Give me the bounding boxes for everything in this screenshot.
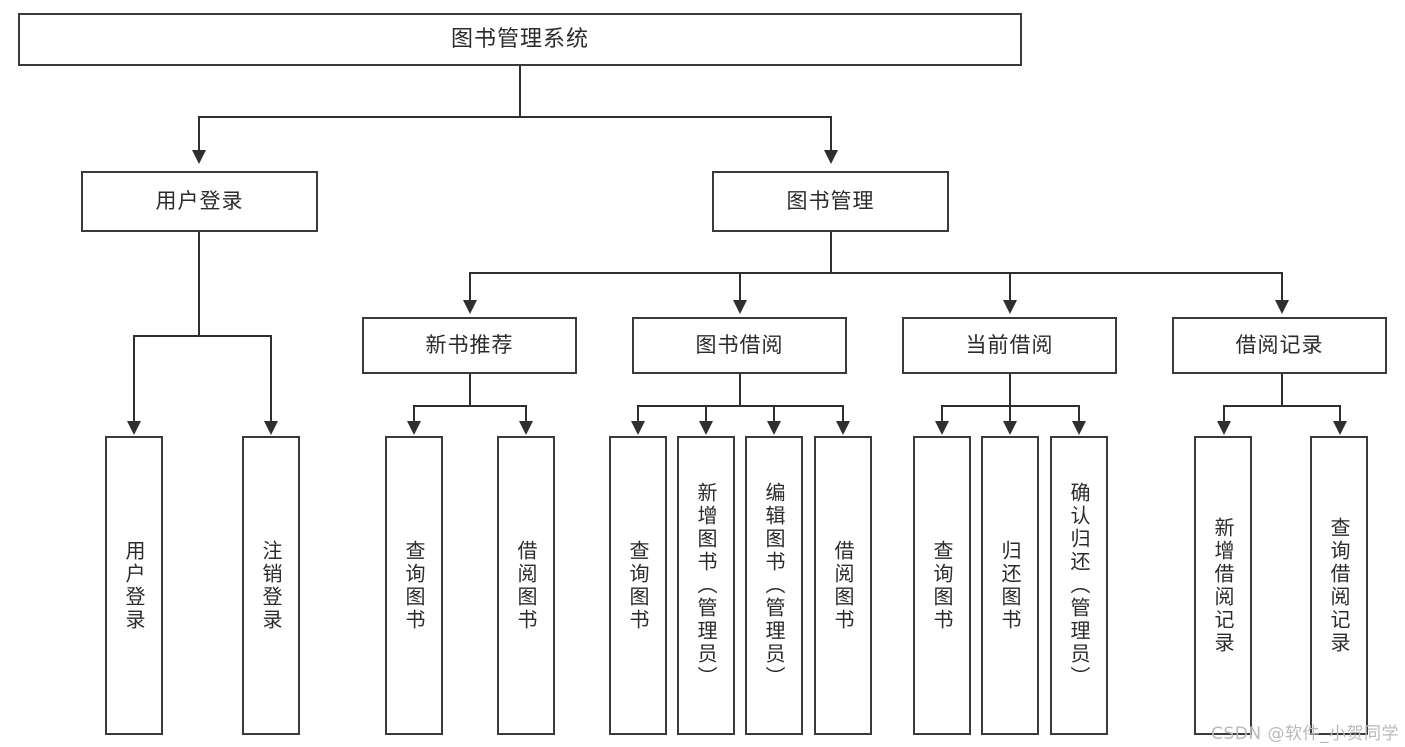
connector-drop-current-borrow <box>1009 272 1011 300</box>
arrowhead-user-login <box>192 150 206 164</box>
connector-drop-new-book-recommend <box>469 272 471 300</box>
node-label: 用户登录 <box>155 189 244 214</box>
connector-drop-leaf-confirm-return <box>1078 405 1080 421</box>
connector-new-book-recommend-stem <box>469 374 471 405</box>
arrowhead-leaf-logout-login <box>264 421 278 435</box>
node-label: 新增借阅记录 <box>1211 516 1235 655</box>
node-root-book-management-system[interactable]: 图书管理系统 <box>18 13 1022 66</box>
connector-user-login-stem <box>198 232 200 335</box>
node-book-borrow[interactable]: 图书借阅 <box>632 317 847 374</box>
arrowhead-leaf-query-book-2 <box>631 421 645 435</box>
arrowhead-leaf-user-login <box>127 421 141 435</box>
leaf-return-book[interactable]: 归还图书 <box>981 436 1039 735</box>
connector-borrow-record-bus <box>1223 405 1339 407</box>
node-label: 图书借阅 <box>695 333 784 358</box>
connector-drop-leaf-query-book-3 <box>941 405 943 421</box>
connector-drop-leaf-edit-book <box>773 405 775 421</box>
connector-drop-leaf-return-book <box>1009 405 1011 421</box>
node-label: 查询图书 <box>402 539 426 632</box>
node-label: 确认归还（管理员） <box>1067 482 1091 689</box>
node-label: 图书管理 <box>786 189 875 214</box>
connector-drop-leaf-logout-login <box>270 335 272 421</box>
connector-book-borrow-bus <box>637 405 842 407</box>
node-label: 当前借阅 <box>965 333 1054 358</box>
connector-drop-leaf-query-record <box>1339 405 1341 421</box>
arrowhead-new-book-recommend <box>463 300 477 314</box>
node-label: 查询图书 <box>626 539 650 632</box>
connector-drop-borrow-record <box>1281 272 1283 300</box>
connector-drop-user-login <box>198 116 200 150</box>
leaf-query-book-current[interactable]: 查询图书 <box>913 436 971 735</box>
connector-level2-bus <box>198 116 832 118</box>
leaf-borrow-book-recommend[interactable]: 借阅图书 <box>497 436 555 735</box>
arrowhead-leaf-edit-book <box>767 421 781 435</box>
arrowhead-leaf-add-record <box>1217 421 1231 435</box>
node-label: 借阅图书 <box>514 539 538 632</box>
arrowhead-leaf-query-book-3 <box>935 421 949 435</box>
node-label: 新增图书（管理员） <box>694 482 718 689</box>
connector-current-borrow-stem <box>1009 374 1011 405</box>
node-label: 归还图书 <box>998 539 1022 632</box>
node-label: 借阅记录 <box>1235 333 1324 358</box>
node-current-borrow[interactable]: 当前借阅 <box>902 317 1117 374</box>
leaf-user-login[interactable]: 用户登录 <box>105 436 163 735</box>
leaf-borrow-book-borrow[interactable]: 借阅图书 <box>814 436 872 735</box>
arrowhead-book-manage <box>824 150 838 164</box>
arrowhead-leaf-borrow-book-1 <box>519 421 533 435</box>
connector-drop-leaf-add-record <box>1223 405 1225 421</box>
node-label: 查询图书 <box>930 539 954 632</box>
connector-drop-leaf-query-book-1 <box>413 405 415 421</box>
connector-drop-book-manage <box>830 116 832 150</box>
node-label: 查询借阅记录 <box>1327 516 1351 655</box>
node-new-book-recommend[interactable]: 新书推荐 <box>362 317 577 374</box>
arrowhead-current-borrow <box>1003 300 1017 314</box>
node-borrow-record[interactable]: 借阅记录 <box>1172 317 1387 374</box>
connector-drop-leaf-borrow-book-2 <box>842 405 844 421</box>
connector-user-login-bus <box>133 335 270 337</box>
connector-book-borrow-stem <box>739 374 741 405</box>
leaf-add-book-admin[interactable]: 新增图书（管理员） <box>677 436 735 735</box>
arrowhead-borrow-record <box>1275 300 1289 314</box>
leaf-add-borrow-record[interactable]: 新增借阅记录 <box>1194 436 1252 735</box>
leaf-query-borrow-record[interactable]: 查询借阅记录 <box>1310 436 1368 735</box>
connector-drop-leaf-query-book-2 <box>637 405 639 421</box>
node-user-login[interactable]: 用户登录 <box>81 171 318 232</box>
arrowhead-leaf-add-book <box>699 421 713 435</box>
arrowhead-leaf-return-book <box>1003 421 1017 435</box>
leaf-query-book-borrow[interactable]: 查询图书 <box>609 436 667 735</box>
arrowhead-leaf-query-record <box>1333 421 1347 435</box>
connector-root-stem <box>519 66 521 116</box>
leaf-edit-book-admin[interactable]: 编辑图书（管理员） <box>745 436 803 735</box>
node-label: 新书推荐 <box>425 333 514 358</box>
connector-drop-leaf-user-login <box>133 335 135 421</box>
node-label: 编辑图书（管理员） <box>762 482 786 689</box>
connector-drop-book-borrow <box>739 272 741 300</box>
node-book-manage[interactable]: 图书管理 <box>712 171 949 232</box>
arrowhead-book-borrow <box>733 300 747 314</box>
connector-level3-bus <box>469 272 1281 274</box>
arrowhead-leaf-confirm-return <box>1072 421 1086 435</box>
leaf-query-book-recommend[interactable]: 查询图书 <box>385 436 443 735</box>
leaf-confirm-return-admin[interactable]: 确认归还（管理员） <box>1050 436 1108 735</box>
connector-book-manage-stem <box>830 232 832 272</box>
connector-borrow-record-stem <box>1281 374 1283 405</box>
arrowhead-leaf-query-book-1 <box>407 421 421 435</box>
leaf-logout-login[interactable]: 注销登录 <box>242 436 300 735</box>
connector-drop-leaf-add-book <box>705 405 707 421</box>
node-label: 图书管理系统 <box>450 26 589 52</box>
node-label: 用户登录 <box>122 539 146 632</box>
arrowhead-leaf-borrow-book-2 <box>836 421 850 435</box>
connector-drop-leaf-borrow-book-1 <box>525 405 527 421</box>
connector-new-book-recommend-bus <box>413 405 525 407</box>
node-label: 注销登录 <box>259 539 283 632</box>
node-label: 借阅图书 <box>831 539 855 632</box>
